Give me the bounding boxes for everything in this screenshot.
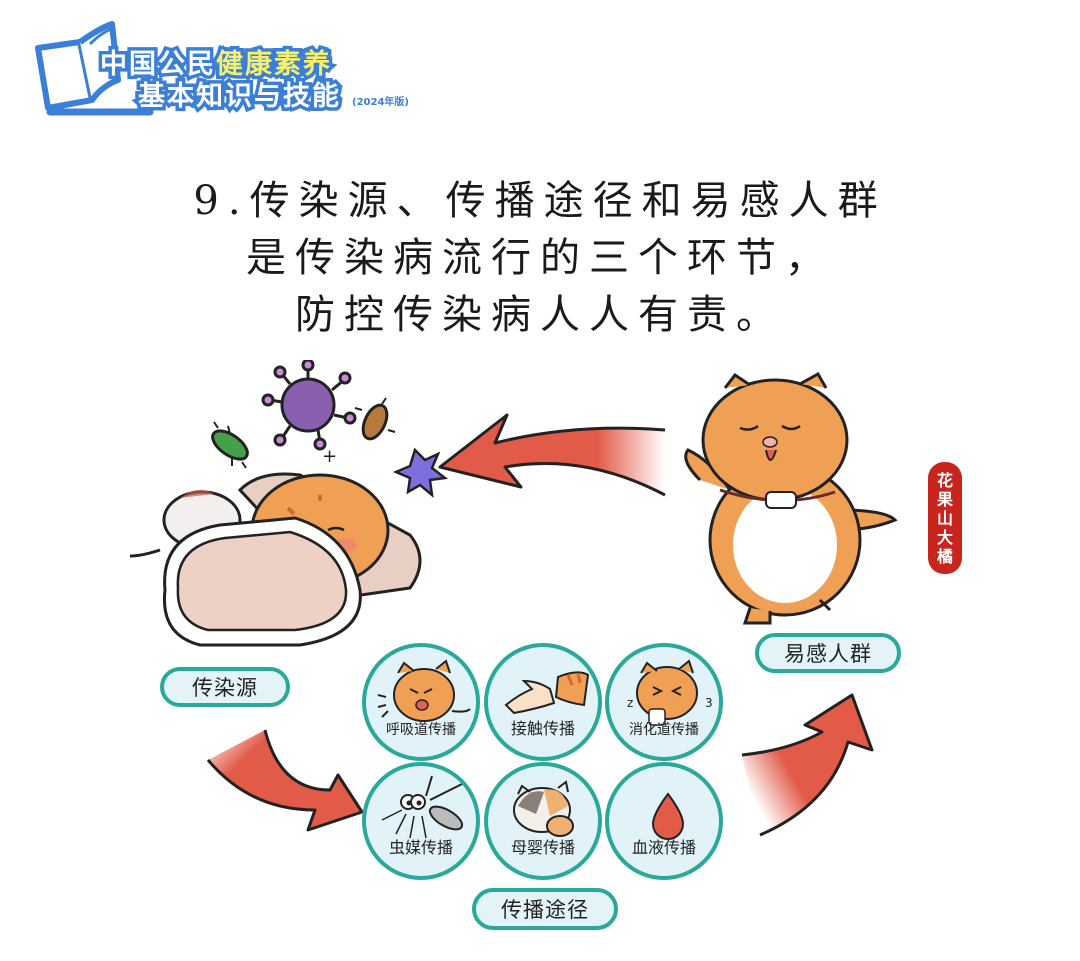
mosquito-icon (381, 775, 464, 839)
title-line2: 是传染病流行的三个环节， (246, 235, 834, 281)
artist-seal: 花 果 山 大 橘 (928, 462, 962, 574)
route-blood: 血液传播 (605, 762, 723, 880)
route-label: 母婴传播 (510, 838, 575, 857)
blood-drop-icon (651, 792, 685, 840)
route-label: 虫媒传播 (388, 838, 453, 857)
logo-title-line1: 中国公民健康素养 (97, 46, 334, 84)
arrow-to-routes-icon (206, 729, 364, 832)
virus-icon (261, 360, 357, 451)
coughing-cat-icon (377, 659, 471, 722)
arrow-to-source-icon (438, 413, 666, 497)
sick-cat-toilet-paper-icon: z 3 (627, 659, 713, 726)
seal-char: 花 (936, 470, 953, 490)
title-line3: 防控传染病人人有责。 (295, 292, 785, 338)
title-line1: 9.传染源、传播途径和易感人群 (193, 178, 887, 224)
brown-bacteria-icon (354, 397, 396, 441)
open-book-icon (35, 21, 154, 116)
healthy-cat-illustration (684, 371, 898, 625)
route-mother-to-child: 母婴传播 (484, 762, 602, 880)
logo (30, 20, 430, 120)
svg-text:3: 3 (705, 696, 713, 710)
hand-touch-icon (504, 671, 590, 715)
susceptible-population-label: 易感人群 (755, 633, 901, 673)
plus-sign: + (322, 446, 337, 467)
green-bacteria-icon (211, 421, 249, 469)
arrow-to-susceptible-icon (741, 693, 874, 837)
blue-virus-icon (392, 447, 449, 499)
transmission-route-label: 传播途径 (472, 888, 618, 930)
infection-source-label: 传染源 (160, 667, 290, 707)
logo-title-line2: 基本知识与技能 (135, 78, 343, 116)
svg-text:z: z (627, 696, 633, 710)
route-vector: 虫媒传播 (362, 762, 480, 880)
route-respiratory: 呼吸道传播 (362, 643, 480, 761)
seal-char: 橘 (936, 546, 953, 566)
seal-char: 山 (936, 508, 953, 528)
logo-edition: (2024年版) (352, 97, 409, 108)
seal-char: 大 (936, 527, 953, 547)
route-contact: 接触传播 (484, 643, 602, 761)
route-label: 接触传播 (510, 719, 575, 738)
seal-char: 果 (936, 489, 953, 509)
sick-cats-in-bed-illustration: + (129, 360, 449, 647)
route-label: 血液传播 (631, 838, 696, 857)
route-label: 消化道传播 (629, 722, 699, 738)
mother-baby-cat-icon (513, 780, 574, 837)
route-label: 呼吸道传播 (386, 722, 456, 738)
route-digestive: z 3 消化道传播 (605, 643, 723, 761)
